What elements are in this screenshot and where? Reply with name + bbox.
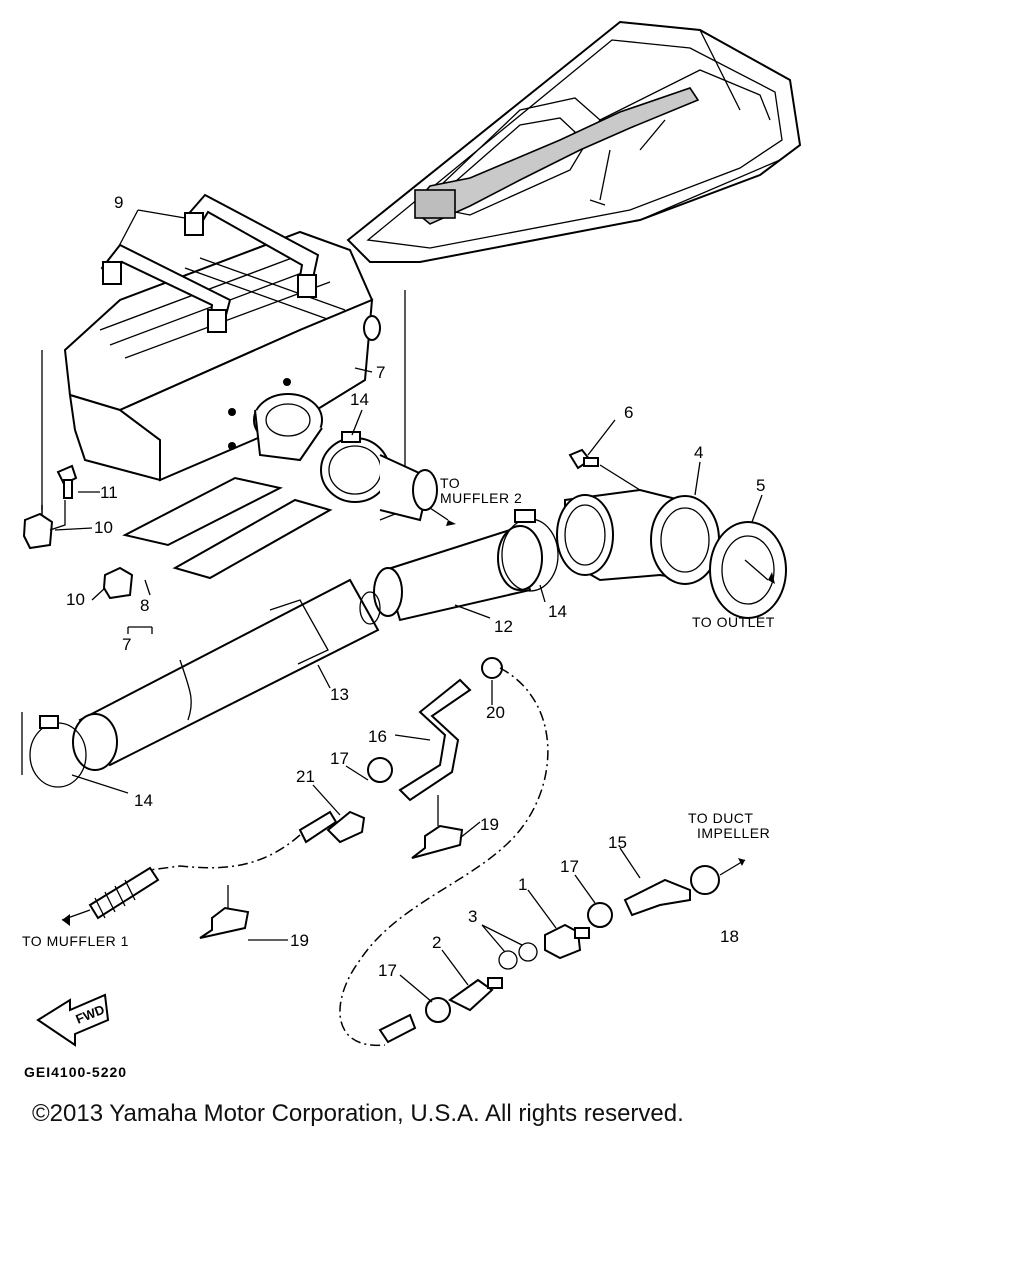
callout-12: 12 [494, 617, 513, 636]
callout-19: 19 [480, 815, 499, 834]
callout-21: 21 [296, 767, 315, 786]
callout-17: 17 [330, 749, 349, 768]
callout-15: 15 [608, 833, 627, 852]
callout-7: 7 [122, 635, 131, 654]
callout-numbers: 9 7 14 6 4 5 11 10 10 8 7 12 14 13 20 16… [66, 193, 765, 980]
callout-13: 13 [330, 685, 349, 704]
callout-14: 14 [350, 390, 369, 409]
leader-lines [54, 209, 763, 1003]
upper-hose-clamp [320, 431, 456, 526]
callout-14: 14 [134, 791, 153, 810]
inlet-fittings [378, 858, 746, 1044]
to-duct-label: TO DUCT [688, 810, 753, 826]
outlet-elbow-assembly [556, 448, 787, 619]
diagram-code: GEI4100-5220 [24, 1064, 127, 1080]
long-drain-hose [61, 810, 338, 926]
callout-5: 5 [756, 476, 765, 495]
callout-16: 16 [368, 727, 387, 746]
callout-20: 20 [486, 703, 505, 722]
water-lock-box [41, 193, 406, 545]
hose-brackets [199, 795, 464, 939]
callout-11: 11 [100, 483, 118, 502]
exhaust-hoses [21, 509, 559, 788]
callout-10: 10 [94, 518, 113, 537]
callout-19: 19 [290, 931, 309, 950]
watercraft-overview [346, 20, 802, 263]
callout-14: 14 [548, 602, 567, 621]
callout-1: 1 [518, 875, 527, 894]
callout-2: 2 [432, 933, 441, 952]
copyright-notice: ©2013 Yamaha Motor Corporation, U.S.A. A… [32, 1100, 684, 1127]
callout-7: 7 [376, 363, 385, 382]
to-outlet-label: TO OUTLET [692, 614, 775, 630]
to-muffler-2-label-b: MUFFLER 2 [440, 490, 522, 506]
callout-6: 6 [624, 403, 633, 422]
callout-18: 18 [720, 927, 739, 946]
callout-17: 17 [378, 961, 397, 980]
to-muffler-2-label-a: TO [440, 475, 460, 491]
callout-17: 17 [560, 857, 579, 876]
bolt-and-clamps [22, 464, 134, 600]
callout-9: 9 [114, 193, 123, 212]
drain-hose-assembly [326, 657, 549, 1046]
callout-4: 4 [694, 443, 703, 462]
destination-labels: TO MUFFLER 2 TO OUTLET TO DUCT IMPELLER … [22, 475, 775, 949]
sponge-pads [122, 476, 333, 580]
impeller-label: IMPELLER [697, 825, 770, 841]
callout-8: 8 [140, 596, 149, 615]
callout-10: 10 [66, 590, 85, 609]
callout-3: 3 [468, 907, 477, 926]
forward-arrow-icon: FWD [36, 993, 110, 1047]
to-muffler-1-label: TO MUFFLER 1 [22, 933, 129, 949]
